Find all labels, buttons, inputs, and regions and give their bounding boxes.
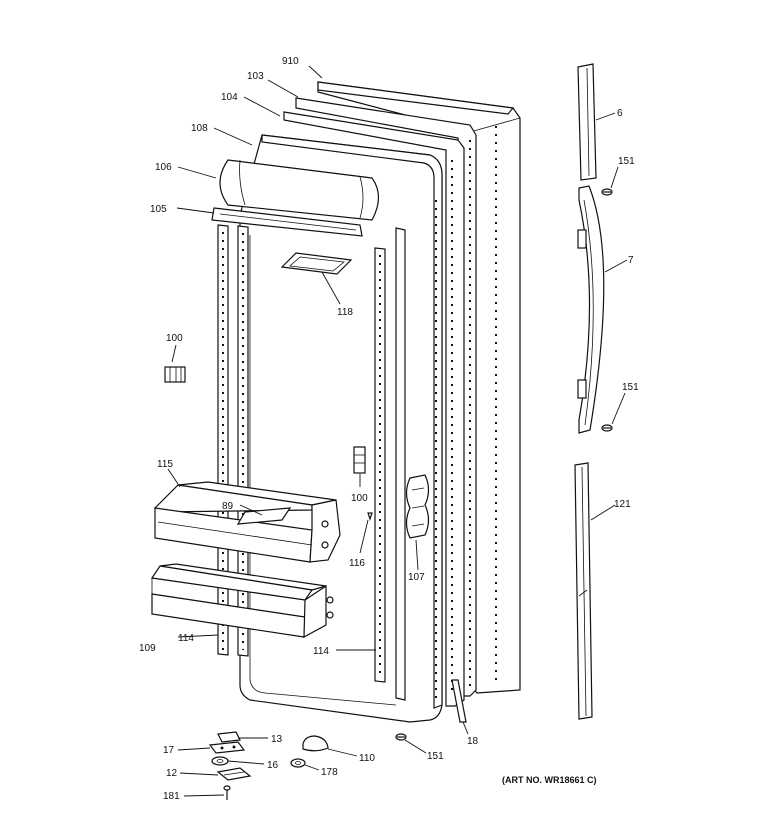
handle-end-cap-top bbox=[577, 63, 597, 181]
callout-116: 116 bbox=[349, 558, 365, 569]
leader-lines bbox=[167, 65, 628, 797]
callout-89: 89 bbox=[222, 501, 234, 512]
callout-100-left: 100 bbox=[166, 333, 183, 344]
screw-hinge-side bbox=[395, 733, 407, 741]
callout-106: 106 bbox=[155, 162, 172, 173]
outer-door-panel bbox=[317, 81, 521, 694]
callout-178: 178 bbox=[321, 767, 338, 778]
callout-17: 17 bbox=[163, 745, 175, 756]
art-number: (ART NO. WR18661 C) bbox=[502, 775, 597, 785]
callout-151-top: 151 bbox=[618, 156, 635, 167]
callout-100-right: 100 bbox=[351, 493, 368, 504]
dairy-compartment bbox=[219, 159, 380, 221]
screw-bottom bbox=[601, 424, 613, 432]
callout-910: 910 bbox=[282, 56, 299, 67]
shelf-rail-right bbox=[374, 247, 386, 683]
hinge-bracket bbox=[208, 741, 246, 754]
retainer-clip bbox=[367, 512, 373, 521]
callout-114-right: 114 bbox=[313, 646, 329, 657]
callout-118: 118 bbox=[337, 307, 353, 318]
callout-114-left: 114 bbox=[178, 633, 194, 644]
callout-109: 109 bbox=[139, 643, 156, 654]
callout-6: 6 bbox=[617, 108, 623, 119]
callout-151-bottom: 151 bbox=[427, 751, 444, 762]
callout-115: 115 bbox=[157, 459, 173, 470]
hinge-bushing bbox=[211, 756, 229, 766]
door-bin-lower bbox=[150, 563, 334, 639]
callout-151-mid: 151 bbox=[622, 382, 639, 393]
callout-104: 104 bbox=[221, 92, 238, 103]
inner-door-liner bbox=[239, 134, 443, 723]
door-stop bbox=[302, 735, 329, 752]
shelf-bracket-right bbox=[353, 446, 366, 474]
callout-labels: 910 103 104 108 106 105 118 100 100 115 … bbox=[139, 56, 639, 802]
callout-13: 13 bbox=[271, 734, 283, 745]
callout-16: 16 bbox=[267, 760, 279, 771]
door-strip bbox=[451, 679, 467, 723]
callout-121: 121 bbox=[614, 499, 631, 510]
washer bbox=[290, 758, 306, 768]
hinge-pin-assembly bbox=[216, 767, 252, 781]
hinge-screw bbox=[223, 785, 231, 800]
hinge-shim bbox=[217, 731, 241, 743]
dairy-trim bbox=[211, 207, 363, 237]
door-handle bbox=[577, 185, 605, 434]
callout-181: 181 bbox=[163, 791, 180, 802]
egg-tray bbox=[280, 252, 353, 275]
shelf-bracket-left bbox=[164, 366, 186, 383]
door-gasket bbox=[283, 97, 477, 707]
bin-support bbox=[405, 474, 430, 539]
callout-103: 103 bbox=[247, 71, 264, 82]
door-bin-upper bbox=[154, 481, 341, 563]
callout-110: 110 bbox=[359, 753, 375, 764]
handle-end-cap-bottom bbox=[574, 462, 593, 720]
callout-12: 12 bbox=[166, 768, 178, 779]
callout-107: 107 bbox=[408, 572, 425, 583]
callout-108: 108 bbox=[191, 123, 208, 134]
callout-105: 105 bbox=[150, 204, 167, 215]
callout-18: 18 bbox=[467, 736, 479, 747]
screw-top bbox=[601, 188, 613, 196]
callout-7: 7 bbox=[628, 255, 634, 266]
